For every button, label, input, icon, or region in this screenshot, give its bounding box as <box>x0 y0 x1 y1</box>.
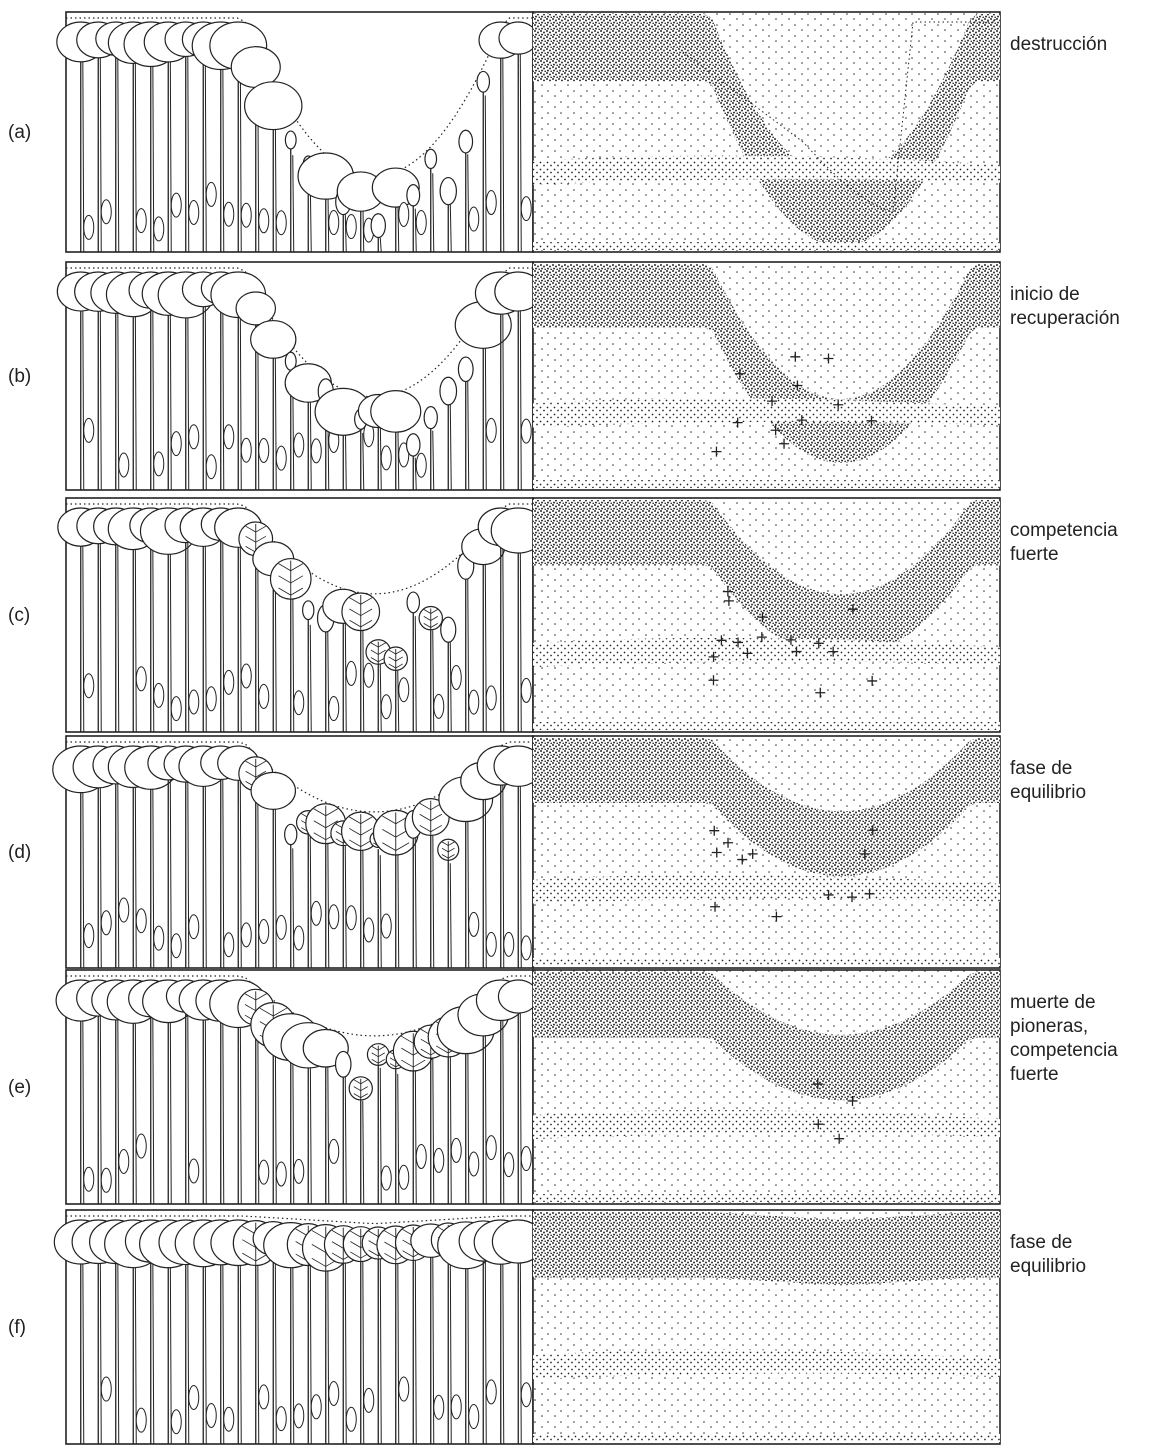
panel-letter: (e) <box>8 1077 31 1098</box>
panel-caption-line: recuperación <box>1010 308 1120 329</box>
panel-a: (a) destrucción <box>8 12 1107 252</box>
panel-letter: (d) <box>8 842 31 863</box>
panel-caption-line: fuerte <box>1010 544 1059 565</box>
panel-c: (c) competencia fuerte <box>8 498 1118 732</box>
panel-caption-line: equilibrio <box>1010 782 1086 803</box>
panel-caption-line: muerte de <box>1010 992 1096 1013</box>
forest-profile <box>57 262 541 490</box>
panel-caption-line: competencia <box>1010 520 1118 541</box>
panel-caption-line: fuerte <box>1010 1064 1059 1085</box>
forest-profile <box>57 12 538 252</box>
panel-caption-line: inicio de <box>1010 284 1080 305</box>
panel-caption-line: pioneras, <box>1010 1016 1088 1037</box>
forest-profile <box>58 498 545 732</box>
stratification-profile <box>533 1210 1000 1444</box>
panel-letter: (f) <box>8 1317 26 1338</box>
stratification-profile <box>533 970 1000 1204</box>
panel-caption-line: competencia <box>1010 1040 1118 1061</box>
stratification-profile <box>533 498 1000 732</box>
forest-profile <box>56 970 538 1204</box>
panel-caption-line: fase de <box>1010 1232 1072 1253</box>
forest-profile <box>53 736 543 968</box>
panel-f: (f) fase de equilibrio <box>8 1210 1086 1444</box>
panel-letter: (c) <box>8 605 30 626</box>
panel-b: (b) inicio de recuperación <box>8 262 1120 490</box>
stratification-profile <box>533 12 1000 252</box>
panel-caption-line: fase de <box>1010 758 1072 779</box>
stratification-profile <box>533 736 1000 968</box>
panel-letter: (b) <box>8 366 31 387</box>
forest-profile <box>54 1210 544 1444</box>
panels-layer: (a) destrucción (b) inicio de recuperación (c… <box>8 12 1120 1444</box>
panel-letter: (a) <box>8 122 31 143</box>
panel-caption-line: equilibrio <box>1010 1256 1086 1277</box>
panel-e: (e) muerte de pioneras, competencia fuerte <box>8 970 1118 1204</box>
panel-caption-line: destrucción <box>1010 34 1107 55</box>
stratification-profile <box>533 262 1000 490</box>
panel-d: (d) fase de equilibrio <box>8 736 1086 968</box>
